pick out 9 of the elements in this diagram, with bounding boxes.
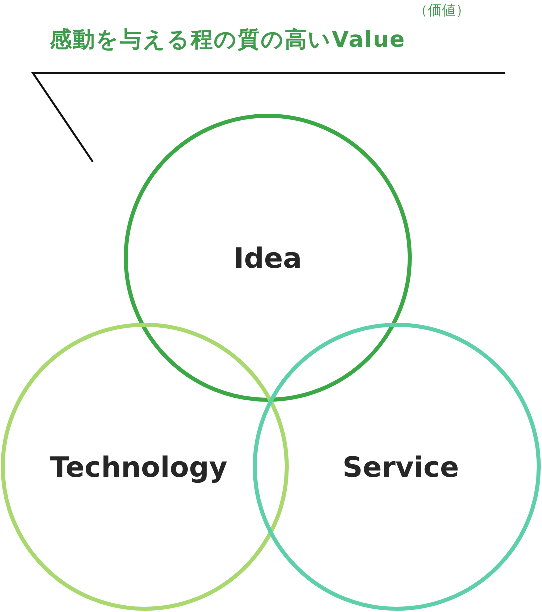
heading-text: 感動を与える程の質の高いValue [50,30,406,52]
venn-circle [1,323,289,611]
circle-label: Service [342,450,460,484]
circle-label: Technology [50,450,228,484]
circle-label: Idea [234,242,302,274]
reading-annotation: （価値） [414,4,470,18]
venn-circle [124,114,412,402]
venn-circle [253,323,541,611]
leader-line [31,72,505,163]
